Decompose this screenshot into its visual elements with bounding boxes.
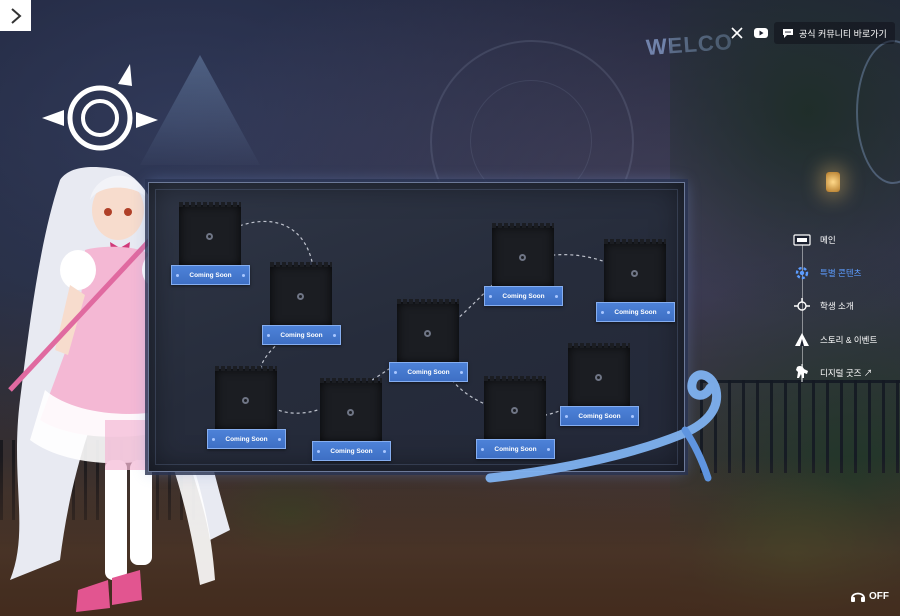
menu-item-story-event[interactable]: 스토리 & 이벤트 bbox=[790, 328, 900, 352]
coming-soon-tag: Coming Soon bbox=[596, 302, 675, 322]
community-link[interactable]: 공식 커뮤니티 바로가기 bbox=[774, 22, 895, 44]
menu-item-label: 메인 bbox=[820, 235, 836, 245]
social-links bbox=[728, 24, 770, 42]
compass-icon bbox=[790, 294, 814, 318]
coming-soon-tag: Coming Soon bbox=[262, 325, 341, 345]
coming-soon-tag: Coming Soon bbox=[207, 429, 286, 449]
pin-icon bbox=[206, 233, 213, 240]
chevron-right-icon bbox=[10, 7, 22, 24]
menu-item-label: 디지털 굿즈 ↗ bbox=[820, 368, 873, 378]
content-card-1[interactable]: Coming Soon bbox=[171, 202, 251, 287]
chat-bubble-icon bbox=[783, 28, 793, 38]
x-icon bbox=[731, 27, 743, 39]
coming-soon-tag: Coming Soon bbox=[312, 441, 391, 461]
menu-item-label: 스토리 & 이벤트 bbox=[820, 335, 878, 345]
board-frame bbox=[155, 189, 678, 465]
coming-soon-tag: Coming Soon bbox=[484, 286, 563, 306]
pin-icon bbox=[595, 374, 602, 381]
content-card-8[interactable]: Coming Soon bbox=[560, 343, 640, 428]
menu-item-students[interactable]: 학생 소개 bbox=[790, 294, 900, 318]
decorative-ribbon bbox=[485, 370, 722, 483]
pin-icon bbox=[424, 330, 431, 337]
pin-icon bbox=[519, 254, 526, 261]
youtube-icon bbox=[754, 28, 768, 38]
pin-icon bbox=[347, 409, 354, 416]
ticket-icon bbox=[790, 228, 814, 252]
content-card-3[interactable]: Coming Soon bbox=[207, 366, 287, 451]
youtube-button[interactable] bbox=[752, 24, 770, 42]
pin-icon bbox=[242, 397, 249, 404]
carousel-horse-icon bbox=[790, 361, 814, 385]
gear-icon bbox=[790, 261, 814, 285]
x-button[interactable] bbox=[728, 24, 746, 42]
back-button[interactable] bbox=[0, 0, 31, 31]
sound-label: OFF bbox=[869, 590, 889, 602]
content-card-7[interactable]: Coming Soon bbox=[596, 239, 676, 324]
menu-item-label: 학생 소개 bbox=[820, 301, 854, 311]
menu-item-digital-goods[interactable]: 디지털 굿즈 ↗ bbox=[790, 361, 900, 385]
content-card-4[interactable]: Coming Soon bbox=[312, 378, 392, 463]
pin-icon bbox=[297, 293, 304, 300]
street-lamp bbox=[826, 172, 840, 192]
coming-soon-tag: Coming Soon bbox=[476, 439, 555, 459]
menu-item-special-content[interactable]: 특별 콘텐츠 bbox=[790, 261, 900, 285]
pin-icon bbox=[511, 407, 518, 414]
coming-soon-tag: Coming Soon bbox=[389, 362, 468, 382]
menu-connector-line bbox=[802, 240, 803, 372]
tent-icon bbox=[790, 328, 814, 352]
headphones-icon bbox=[851, 592, 865, 602]
content-card-6[interactable]: Coming Soon bbox=[484, 223, 564, 308]
pin-icon bbox=[631, 270, 638, 277]
menu-item-main[interactable]: 메인 bbox=[790, 228, 900, 252]
halo-icon bbox=[42, 64, 158, 151]
coming-soon-tag: Coming Soon bbox=[171, 265, 250, 285]
content-card-9[interactable]: Coming Soon bbox=[476, 376, 556, 461]
coming-soon-tag: Coming Soon bbox=[560, 406, 639, 426]
content-card-2[interactable]: Coming Soon bbox=[262, 262, 342, 347]
special-content-board: Coming Soon Coming Soon Coming Soon Comi… bbox=[148, 182, 685, 472]
menu-item-label: 특별 콘텐츠 bbox=[820, 268, 862, 278]
content-card-5[interactable]: Coming Soon bbox=[389, 299, 469, 384]
community-label: 공식 커뮤니티 바로가기 bbox=[799, 28, 887, 39]
sound-toggle[interactable]: OFF bbox=[850, 589, 889, 603]
